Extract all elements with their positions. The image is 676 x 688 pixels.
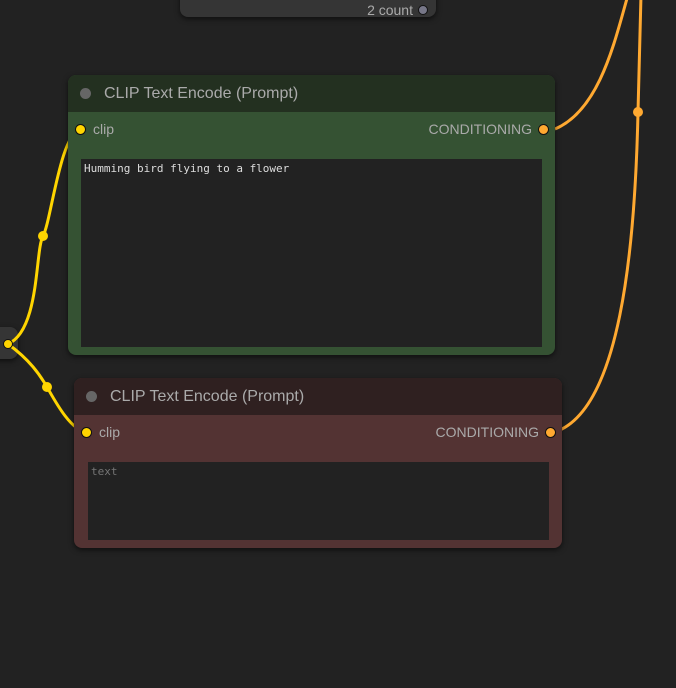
stub-output-dot-icon (3, 339, 13, 349)
input-slot-clip[interactable]: clip (81, 424, 120, 440)
node-title: CLIP Text Encode (Prompt) (104, 84, 299, 102)
output-slot-conditioning[interactable]: CONDITIONING (429, 121, 549, 137)
node-title-bar[interactable]: CLIP Text Encode (Prompt) (68, 75, 555, 112)
node-title: CLIP Text Encode (Prompt) (110, 387, 305, 405)
clip-label: clip (99, 424, 121, 440)
prompt-textarea[interactable]: Humming bird flying to a flower (81, 159, 542, 347)
clip-text-encode-negative[interactable]: CLIP Text Encode (Prompt) clip CONDITION… (74, 378, 562, 548)
output-dot-icon[interactable] (545, 426, 556, 438)
collapse-dot-icon[interactable] (80, 88, 91, 99)
wire-midpoint (42, 382, 52, 392)
prompt-textarea[interactable] (88, 462, 549, 540)
input-dot-icon[interactable] (81, 426, 92, 438)
conditioning-wire-negative (554, 0, 643, 434)
conditioning-wire-positive (554, 0, 629, 131)
top-node[interactable]: 2 count (180, 0, 436, 18)
clip-label: clip (93, 121, 115, 137)
collapse-dot-icon[interactable] (86, 391, 97, 402)
input-dot-icon[interactable] (75, 123, 86, 135)
wire-midpoint (633, 107, 643, 117)
clip-text-encode-positive[interactable]: CLIP Text Encode (Prompt) clip CONDITION… (68, 75, 555, 355)
conditioning-label: CONDITIONING (435, 424, 539, 440)
output-slot-count[interactable]: 2 count (367, 2, 428, 18)
count-label: 2 count (367, 2, 413, 18)
node-title-bar[interactable]: CLIP Text Encode (Prompt) (74, 378, 562, 415)
input-slot-clip[interactable]: clip (75, 121, 114, 137)
wire-midpoint (38, 231, 48, 241)
output-dot-icon[interactable] (538, 123, 549, 135)
conditioning-label: CONDITIONING (428, 121, 532, 137)
output-slot-conditioning[interactable]: CONDITIONING (436, 424, 556, 440)
output-dot-icon[interactable] (418, 5, 428, 15)
